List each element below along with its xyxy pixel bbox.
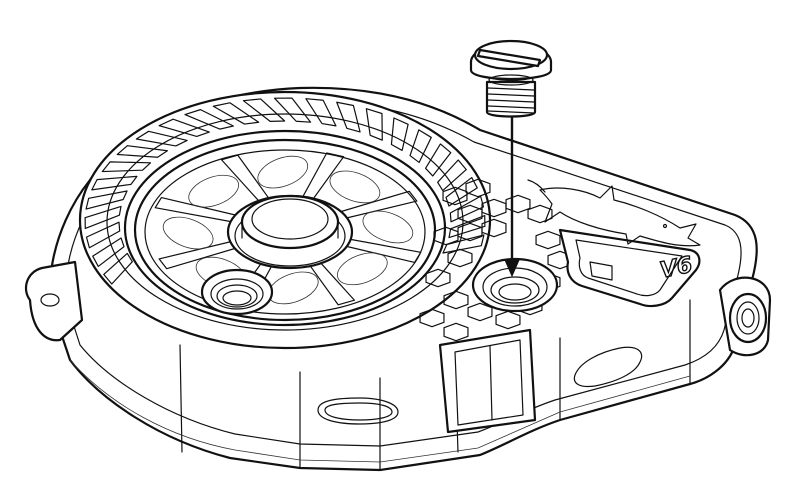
honeycomb-cell [481, 218, 507, 238]
wheel-opening [337, 252, 388, 286]
honeycomb-cell [465, 178, 491, 198]
set-screw [469, 39, 553, 118]
vent-slot [116, 145, 168, 158]
vent-slot [101, 161, 152, 173]
vent-slots [84, 97, 486, 285]
vent-slot [212, 102, 260, 125]
right-pocket [558, 228, 701, 308]
vent-slot [424, 143, 452, 177]
left-mounting-tab [24, 260, 84, 342]
threaded-port-left [200, 268, 274, 316]
vent-slot [437, 159, 467, 192]
vent-slot [92, 237, 125, 268]
honeycomb-cell [443, 290, 469, 310]
vent-slot [365, 108, 383, 141]
honeycomb-cell [527, 204, 553, 224]
vent-slot [390, 117, 409, 152]
vent-slot [85, 221, 121, 249]
vent-slot [84, 205, 122, 230]
vent-slot [242, 98, 286, 123]
wheel-opening [188, 174, 239, 208]
vent-slot [103, 252, 133, 285]
front-notch-block [438, 328, 537, 434]
vent-slot [409, 129, 432, 164]
honeycomb-cell [447, 248, 473, 268]
honeycomb-cell [495, 310, 521, 330]
wheel-opening [257, 155, 309, 189]
vent-slot [305, 98, 337, 127]
wheel-opening [362, 210, 414, 244]
vent-slot [273, 97, 312, 123]
vent-slot [184, 109, 234, 130]
shark-logo [527, 179, 701, 247]
honeycomb-cell [443, 322, 469, 342]
vent-slot [158, 118, 210, 138]
vent-slot [445, 176, 478, 207]
wheel-opening [329, 170, 381, 204]
honeycomb-cell [442, 186, 468, 206]
honeycomb-grille [419, 178, 573, 342]
vent-slot [85, 190, 128, 210]
vent-slot [135, 130, 188, 147]
wheel-opening [162, 216, 214, 250]
side-slots [317, 346, 643, 425]
honeycomb-cell [425, 268, 451, 288]
screw-head [469, 39, 553, 86]
honeycomb-cell [535, 230, 561, 250]
screw-thread [485, 80, 537, 118]
insertion-arrow [504, 112, 520, 278]
vent-slot [442, 234, 485, 254]
side-port-fitting [718, 276, 772, 357]
center-hub [226, 194, 354, 270]
vent-slot [91, 175, 138, 191]
vent-slot [336, 101, 361, 133]
honeycomb-cell [505, 194, 531, 214]
honeycomb-cell [419, 308, 445, 328]
